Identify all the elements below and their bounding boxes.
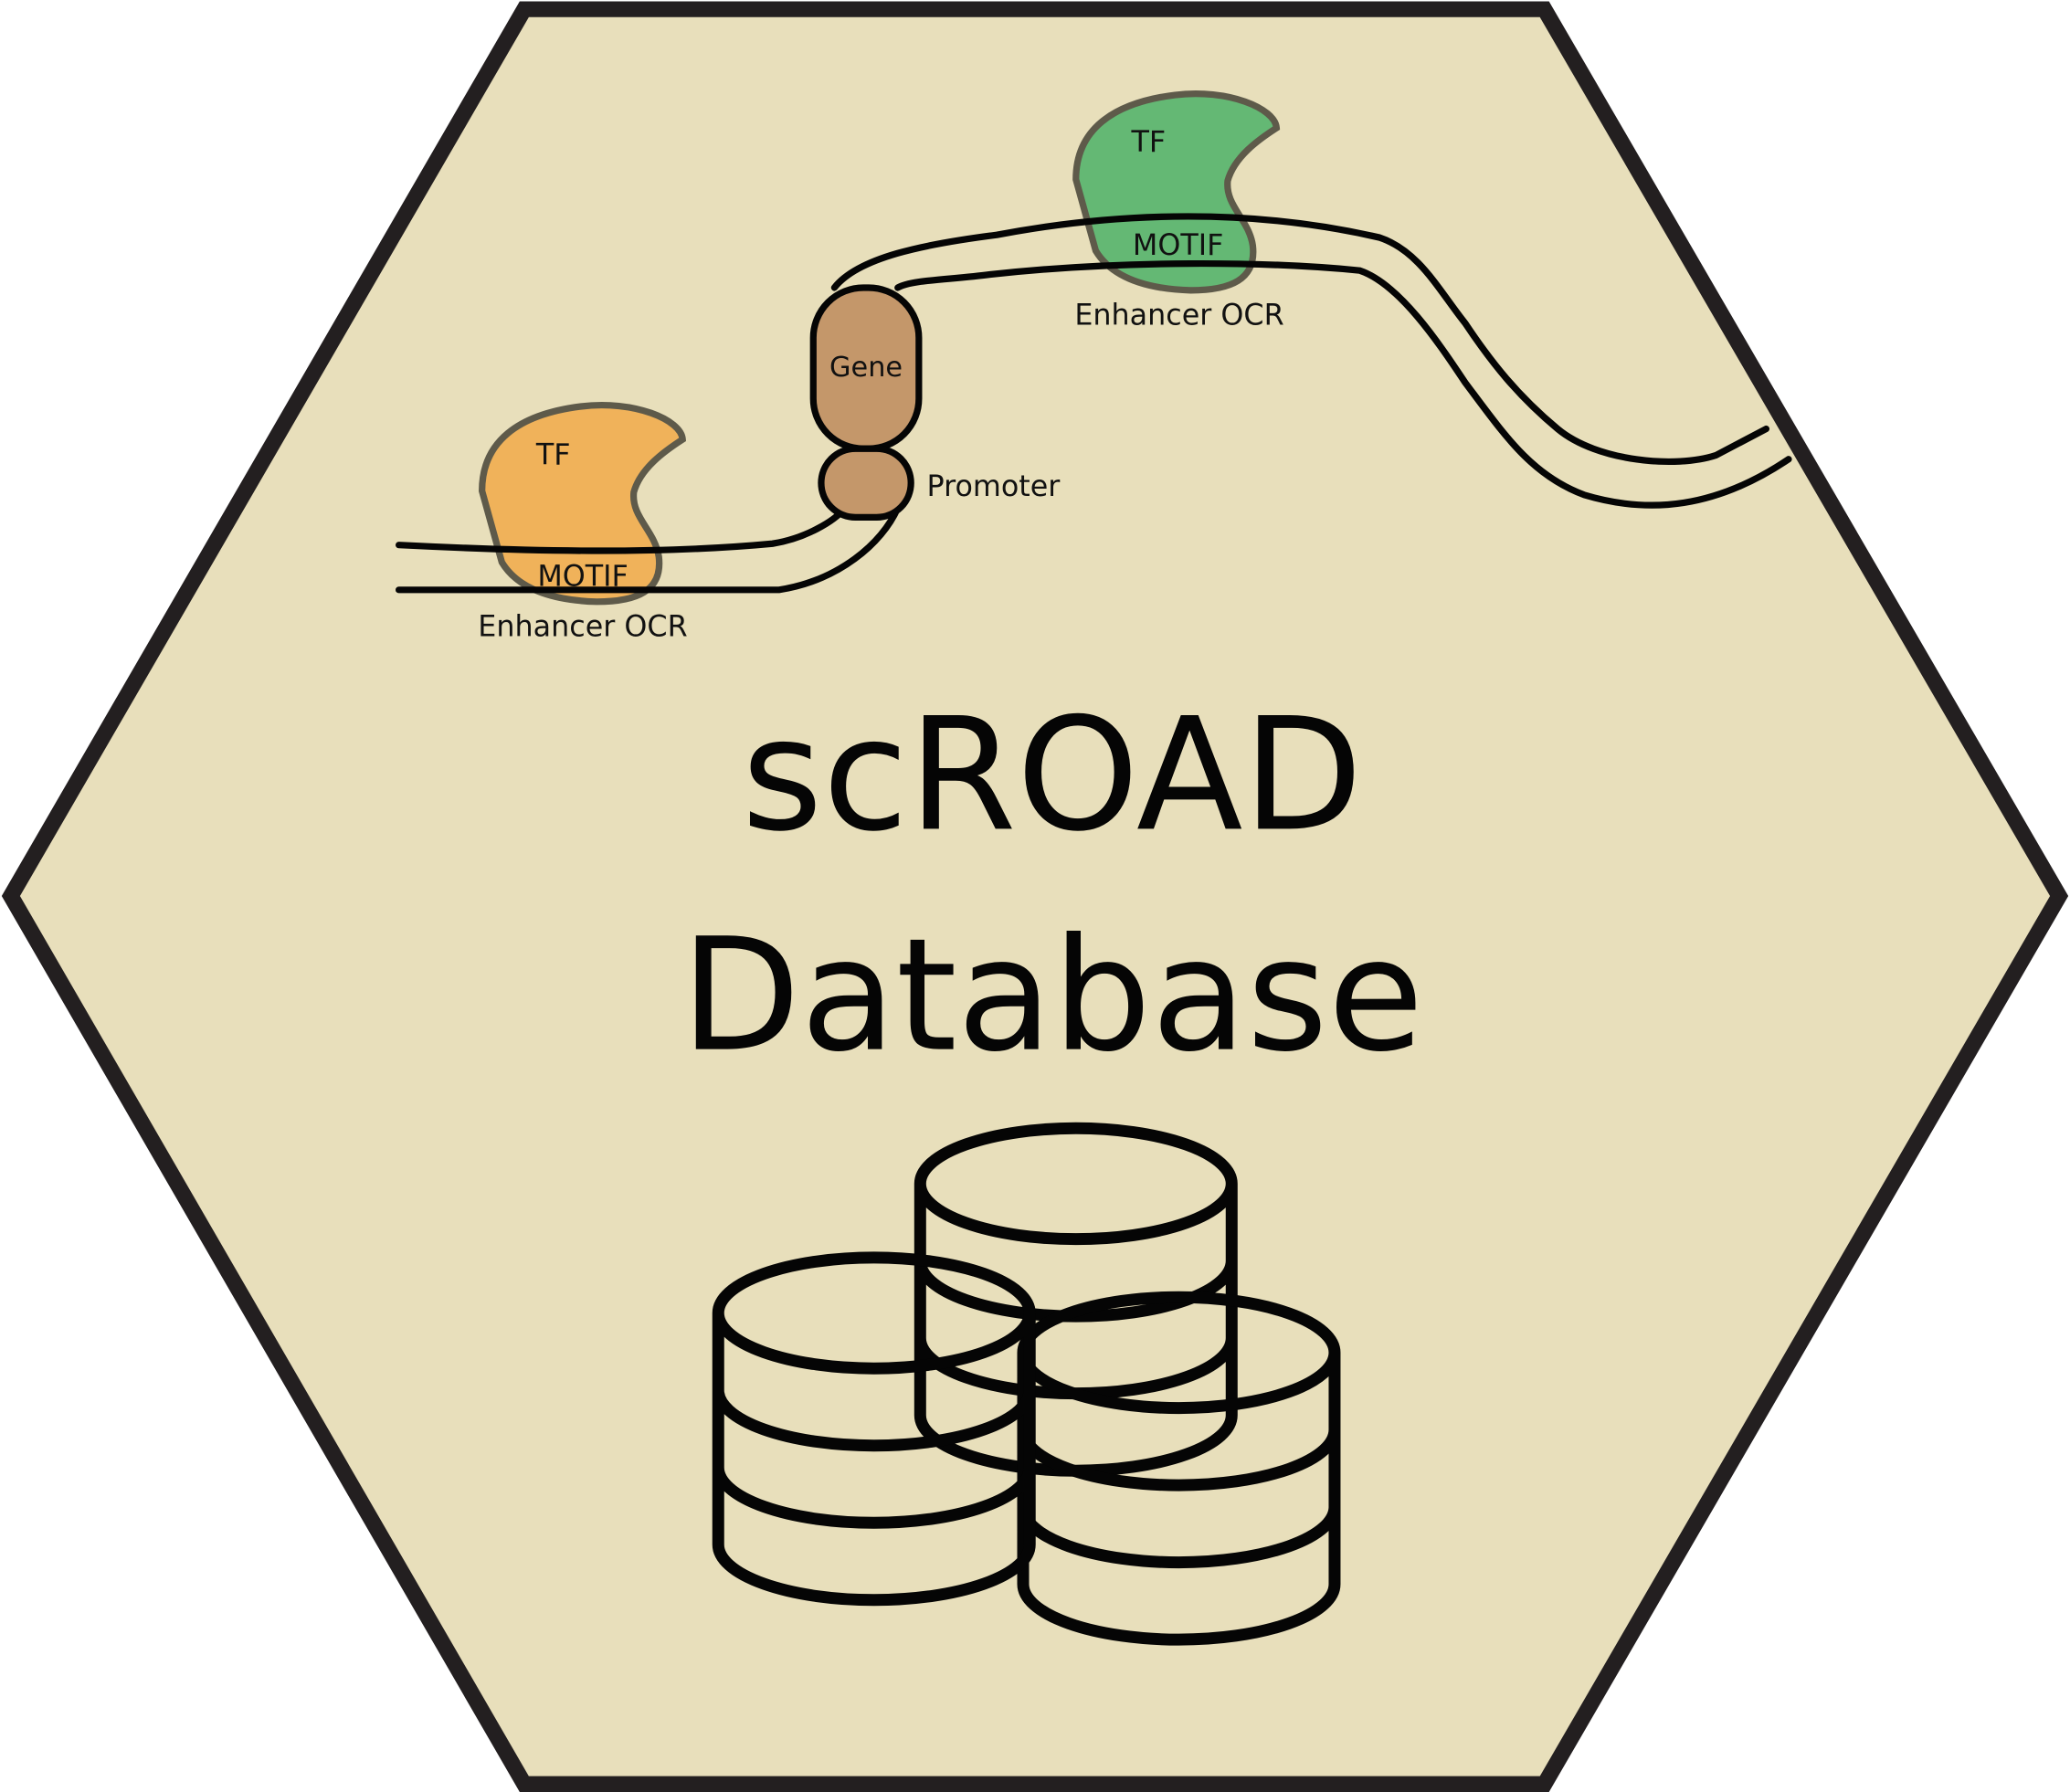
tf-right-shape xyxy=(1072,90,1281,294)
motif-left-label: MOTIF xyxy=(537,560,628,593)
tf-left-label: TF xyxy=(535,439,571,472)
title-line-1: scROAD xyxy=(742,685,1363,866)
enhancer-left-label: Enhancer OCR xyxy=(478,610,687,643)
database-cylinder xyxy=(712,1251,1036,1607)
title-line-2: Database xyxy=(681,906,1423,1087)
promoter-label: Promoter xyxy=(927,470,1061,503)
database-stack-icon xyxy=(712,1122,1341,1646)
tf-right-label: TF xyxy=(1130,126,1166,159)
promoter-shape xyxy=(818,445,914,521)
gene-label: Gene xyxy=(829,352,903,384)
dna-strands xyxy=(396,213,1792,594)
database-cylinder xyxy=(1017,1291,1341,1646)
enhancer-right-label: Enhancer OCR xyxy=(1074,299,1283,332)
motif-right-label: MOTIF xyxy=(1133,229,1223,262)
